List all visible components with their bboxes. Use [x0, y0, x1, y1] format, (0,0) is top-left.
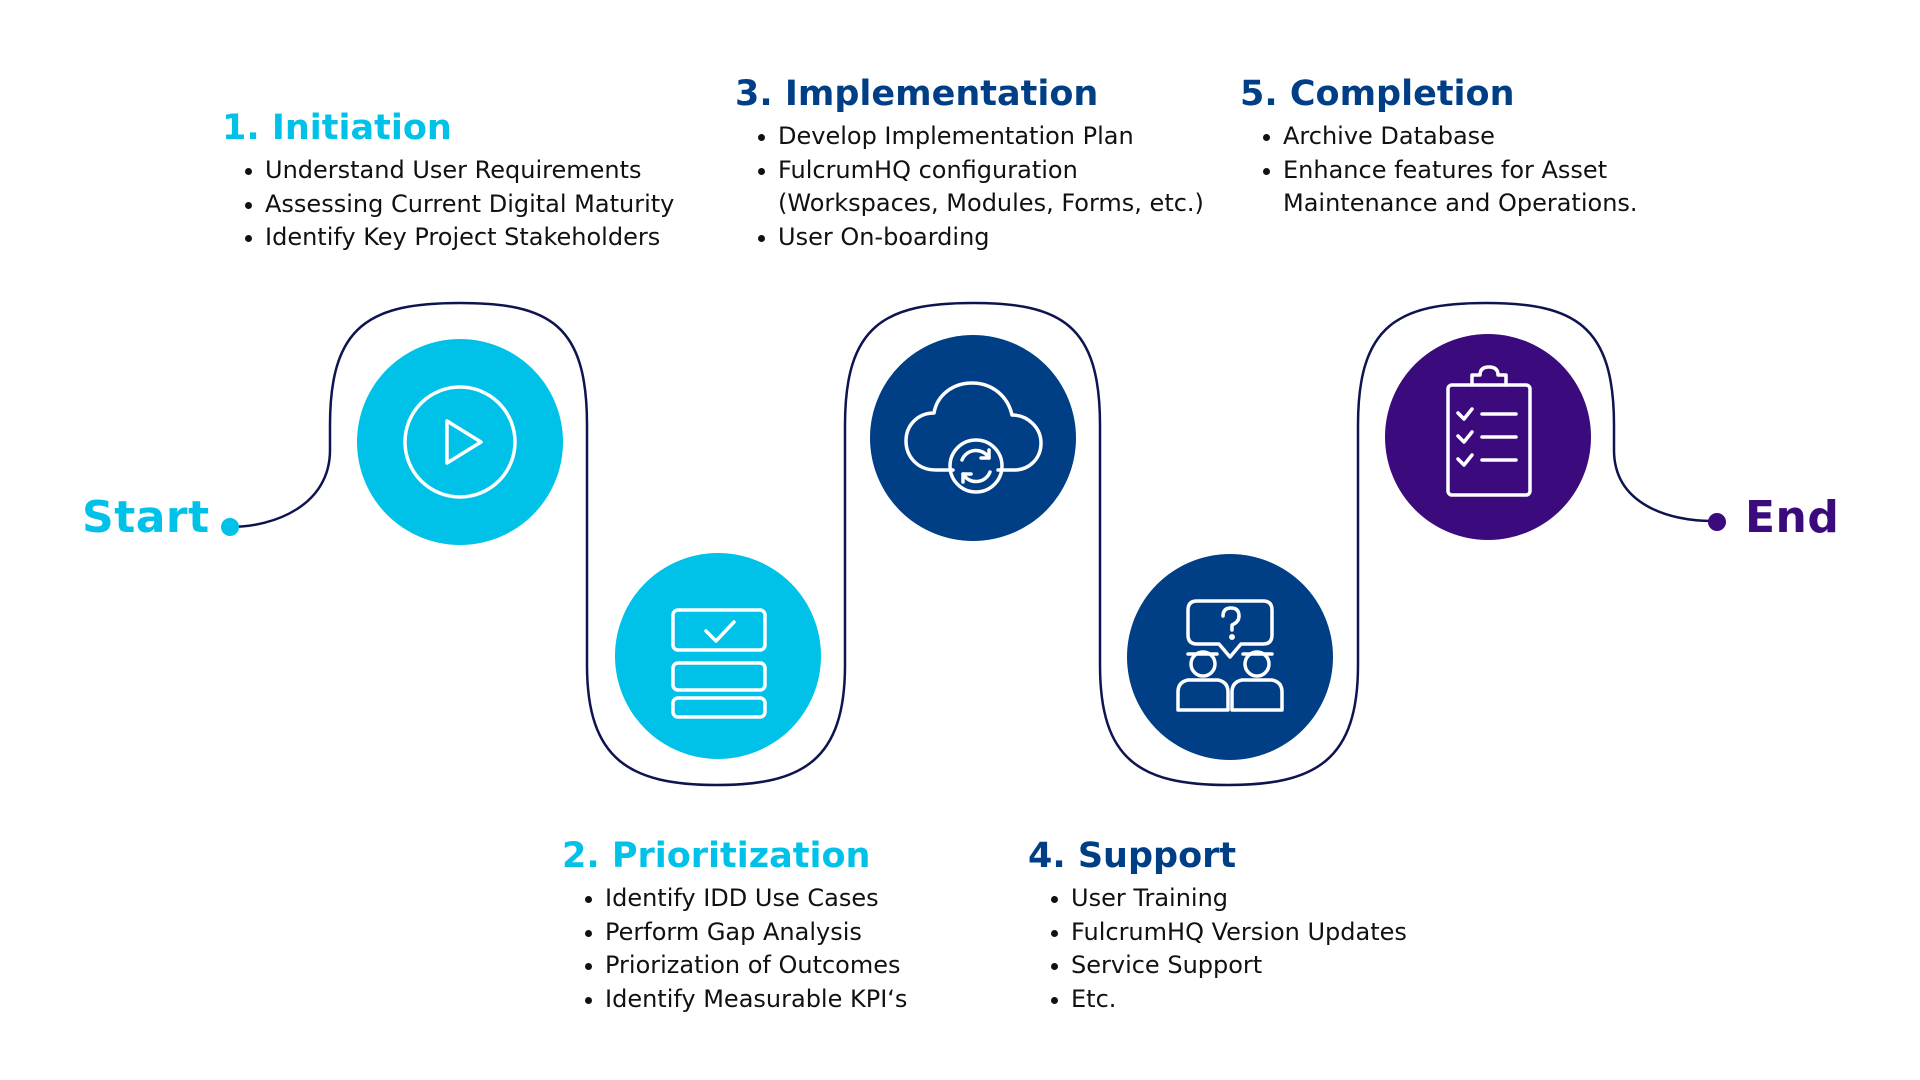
- list-item: Priorization of Outcomes: [562, 949, 907, 983]
- end-dot: [1708, 513, 1726, 531]
- list-item: Identify IDD Use Cases: [562, 882, 907, 916]
- stage-4-text: 4. Support User Training FulcrumHQ Versi…: [1028, 836, 1407, 1016]
- list-item: Understand User Requirements: [222, 154, 674, 188]
- roadmap-path: [229, 301, 1713, 787]
- list-item: Etc.: [1028, 983, 1407, 1017]
- list-item: FulcrumHQ Version Updates: [1028, 916, 1407, 950]
- stage-1-text: 1. Initiation Understand User Requiremen…: [222, 108, 674, 255]
- start-dot: [221, 518, 239, 536]
- list-item: User On-boarding: [735, 221, 1204, 255]
- stage-5-title: 5. Completion: [1240, 74, 1515, 114]
- stage-3-list: Develop Implementation Plan FulcrumHQ co…: [735, 120, 1204, 254]
- list-item: FulcrumHQ configuration: [735, 154, 1204, 188]
- list-item: Archive Database: [1240, 120, 1638, 154]
- stage-5-list: Archive Database Enhance features for As…: [1240, 120, 1638, 221]
- stage-1-circle: [357, 339, 563, 545]
- list-item: Perform Gap Analysis: [562, 916, 907, 950]
- list-item: Enhance features for Asset: [1240, 154, 1638, 188]
- support-people-question-icon: [1176, 599, 1284, 712]
- stage-5-node: [1385, 334, 1591, 540]
- list-item: Assessing Current Digital Maturity: [222, 188, 674, 222]
- stage-3-text: 3. Implementation Develop Implementation…: [735, 74, 1204, 254]
- clipboard-checklist-icon: [1446, 365, 1532, 497]
- stage-1-list: Understand User Requirements Assessing C…: [222, 154, 674, 255]
- list-item-continuation: Maintenance and Operations.: [1283, 189, 1638, 218]
- stage-2-text: 2. Prioritization Identify IDD Use Cases…: [562, 836, 907, 1016]
- list-item: Service Support: [1028, 949, 1407, 983]
- stage-4-list: User Training FulcrumHQ Version Updates …: [1028, 882, 1407, 1016]
- stage-1-node: [357, 339, 563, 545]
- stage-2-node: [615, 553, 821, 759]
- list-item: Develop Implementation Plan: [735, 120, 1204, 154]
- list-item: Identify Measurable KPI‘s: [562, 983, 907, 1017]
- stage-4-title: 4. Support: [1028, 836, 1237, 876]
- checklist-rows-icon: [671, 608, 767, 719]
- stage-2-list: Identify IDD Use Cases Perform Gap Analy…: [562, 882, 907, 1016]
- end-label: End: [1745, 492, 1840, 543]
- stage-3-node: [870, 335, 1076, 541]
- list-item: Identify Key Project Stakeholders: [222, 221, 674, 255]
- play-circle-icon: [403, 385, 517, 499]
- stage-5-text: 5. Completion Archive Database Enhance f…: [1240, 74, 1638, 221]
- stage-4-node: [1127, 554, 1333, 760]
- stage-2-circle: [615, 553, 821, 759]
- start-label: Start: [82, 492, 210, 543]
- stage-1-title: 1. Initiation: [222, 108, 452, 148]
- cloud-sync-icon: [904, 381, 1043, 494]
- stage-3-circle: [870, 335, 1076, 541]
- list-item: User Training: [1028, 882, 1407, 916]
- list-item-continuation: (Workspaces, Modules, Forms, etc.): [778, 189, 1204, 218]
- stage-3-title: 3. Implementation: [735, 74, 1099, 114]
- stage-2-title: 2. Prioritization: [562, 836, 871, 876]
